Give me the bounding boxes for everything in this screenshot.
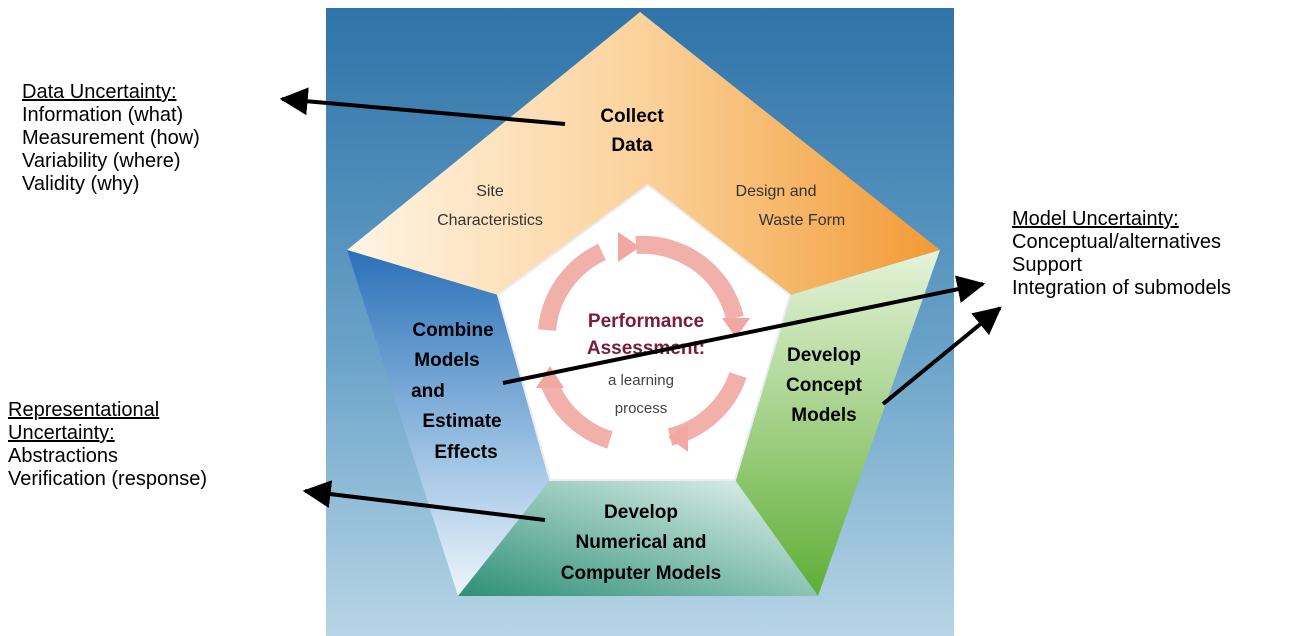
collect-data-title-1: Collect [600,106,664,127]
cycle-arrowhead-1 [618,232,640,262]
center-subtitle-2: process [615,400,668,417]
concept-models-title-3: Models [791,405,856,426]
arrow-to-model-uncertainty-from-center [502,275,986,385]
cycle-arc-top-right [635,235,744,321]
design-waste-form-label-1: Design and [736,183,817,200]
model-uncertainty-item: Conceptual/alternatives [1012,231,1222,253]
arrow-to-data-uncertainty [279,87,566,126]
concept-models-title-1: Develop [787,345,861,366]
collect-data-title-2: Data [611,135,653,156]
combine-models-title-1: Combine [412,320,493,341]
data-uncertainty-heading: Data Uncertainty: [22,81,177,103]
segment-develop-numerical-models [458,480,818,596]
numerical-models-title-3: Computer Models [561,563,721,584]
data-uncertainty-item: Validity (why) [22,173,140,195]
representational-uncertainty-annotation: Representational Uncertainty: Abstractio… [8,399,207,491]
combine-models-title-5: Effects [434,442,497,463]
numerical-models-title-2: Numerical and [576,532,707,553]
center-title-1: Performance [588,311,704,332]
combine-models-title-4: Estimate [422,411,501,432]
segment-combine-models [347,250,550,596]
site-characteristics-label-1: Site [476,183,504,200]
cycle-arc-top-left [538,243,606,332]
center-title-2: Assessment: [587,338,705,359]
model-uncertainty-item: Integration of submodels [1012,277,1232,299]
cycle-arrowhead-4 [536,366,564,388]
data-uncertainty-item: Information (what) [22,104,184,126]
model-uncertainty-item: Support [1012,254,1083,276]
center-subtitle-1: a learning [608,372,674,389]
design-waste-form-label-2: Waste Form [759,212,846,229]
representational-uncertainty-item: Verification (response) [8,468,207,490]
cycle-arrowhead-3 [668,424,688,452]
combine-models-title-2: Models [414,350,479,371]
representational-uncertainty-heading-2: Uncertainty: [8,422,115,444]
segment-develop-concept-models [735,250,940,596]
arrow-to-model-uncertainty-from-concept [881,306,1002,406]
segment-collect-data [347,12,940,295]
cycle-arrowhead-2 [722,318,750,338]
arrow-to-representational-uncertainty [302,480,546,522]
cycle-arrowheads [536,232,750,452]
model-uncertainty-heading: Model Uncertainty: [1012,208,1179,230]
representational-uncertainty-item: Abstractions [8,445,119,467]
data-uncertainty-item: Variability (where) [22,150,181,172]
numerical-models-title-1: Develop [604,502,678,523]
site-characteristics-label-2: Characteristics [437,212,543,229]
cycle-arc-bottom-left [541,381,613,449]
model-uncertainty-annotation: Model Uncertainty: Conceptual/alternativ… [1012,208,1231,300]
data-uncertainty-annotation: Data Uncertainty: Information (what) Mea… [22,81,200,196]
data-uncertainty-item: Measurement (how) [22,127,200,149]
representational-uncertainty-heading-1: Representational [8,399,160,421]
combine-models-title-3: and [411,381,445,402]
concept-models-title-2: Concept [786,375,863,396]
